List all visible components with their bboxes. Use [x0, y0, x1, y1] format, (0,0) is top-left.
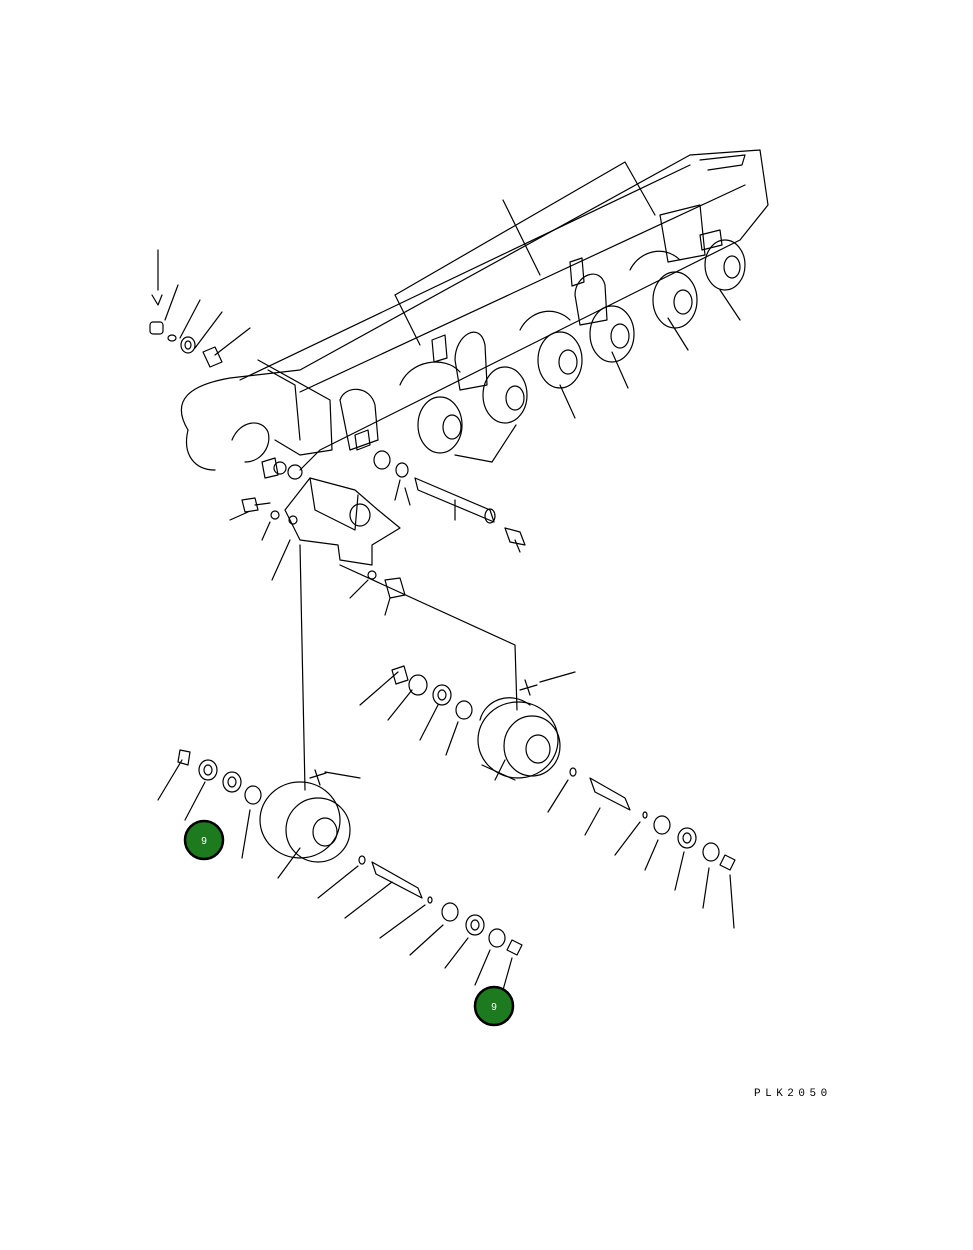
callout-badge	[183, 819, 225, 861]
assembly-leaders	[299, 544, 518, 791]
callout-label: 9	[491, 1002, 497, 1013]
right-roller-assembly	[359, 665, 736, 929]
frame-brackets	[339, 204, 723, 451]
track-frame	[180, 149, 769, 471]
left-roller-assembly	[157, 749, 523, 991]
upper-left-parts	[149, 294, 223, 368]
drawing-code: PLK2050	[754, 1088, 832, 1100]
callout-9-right: 9	[473, 985, 515, 1027]
callout-9-left: 9	[183, 819, 225, 861]
frame-rollers	[399, 239, 746, 454]
upper-leaders	[157, 161, 741, 463]
callout-label: 9	[201, 836, 207, 847]
pivot-bracket	[229, 457, 406, 616]
frame-shaft	[373, 450, 526, 553]
callout-badge	[473, 985, 515, 1027]
